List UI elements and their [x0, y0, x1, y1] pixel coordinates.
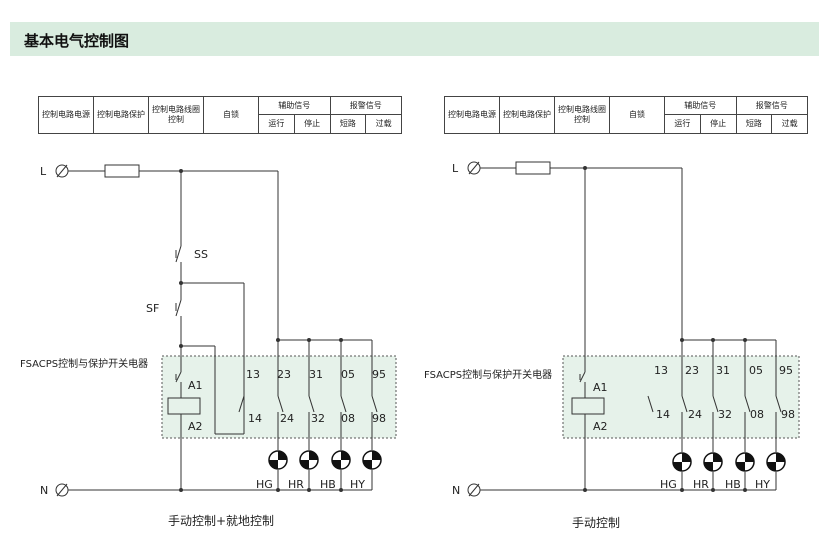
terminal-13: 13	[246, 368, 260, 381]
terminal-05: 05	[341, 368, 355, 381]
terminal-24: 24	[280, 412, 294, 425]
hdr-protect: 控制电路保护	[93, 96, 149, 134]
terminal-95: 95	[372, 368, 386, 381]
device-label-left: FSACPS控制与保护开关电器	[20, 357, 148, 370]
junction-dot	[179, 169, 183, 173]
junction-dot	[680, 488, 684, 492]
lamp-icon	[362, 450, 382, 470]
terminal-24: 24	[688, 408, 702, 421]
header-table-left: 控制电路电源 控制电路保护 控制电路线圈控制 自锁 辅助信号 报警信号 运行 停…	[38, 96, 402, 134]
lamp-label-HB: HB	[320, 478, 336, 491]
hdr-stop: 停止	[293, 114, 331, 134]
lamp-group	[268, 450, 786, 472]
junction-dot	[307, 338, 311, 342]
terminal-32: 32	[718, 408, 732, 421]
lamp-label-HY: HY	[350, 478, 365, 491]
lamp-icon	[268, 450, 288, 470]
device-box-left	[161, 355, 397, 439]
label-L: L	[452, 162, 459, 175]
lamp-icon	[735, 452, 755, 472]
device-box-right	[562, 355, 800, 439]
terminal-23: 23	[685, 364, 699, 377]
lamp-label-HR: HR	[288, 478, 304, 491]
device-label-right: FSACPS控制与保护开关电器	[424, 368, 552, 381]
lamp-label-HG: HG	[256, 478, 273, 491]
lamp-label-HY: HY	[755, 478, 770, 491]
junction-dot	[179, 281, 183, 285]
hdr-overload: 过载	[365, 114, 402, 134]
terminal-95: 95	[779, 364, 793, 377]
hdr-supply: 控制电路电源	[444, 96, 500, 134]
fuse-left	[104, 164, 140, 178]
hdr-overload: 过载	[771, 114, 808, 134]
label-A2: A2	[593, 420, 608, 433]
junction-dot	[583, 166, 587, 170]
label-L: L	[40, 165, 47, 178]
caption-left: 手动控制+就地控制	[168, 514, 275, 528]
terminal-14: 14	[248, 412, 262, 425]
header-table-right: 控制电路电源 控制电路保护 控制电路线圈控制 自锁 辅助信号 报警信号 运行 停…	[444, 96, 808, 134]
terminal-23: 23	[277, 368, 291, 381]
hdr-short: 短路	[735, 114, 773, 134]
lamp-icon	[703, 452, 723, 472]
terminal-08: 08	[341, 412, 355, 425]
lamp-label-HR: HR	[693, 478, 709, 491]
junction-dot	[307, 488, 311, 492]
junction-dot	[711, 338, 715, 342]
junction-dot	[276, 338, 280, 342]
hdr-selflock: 自锁	[609, 96, 665, 134]
hdr-coil: 控制电路线圈控制	[554, 96, 610, 134]
terminal-13: 13	[654, 364, 668, 377]
junction-dot	[276, 488, 280, 492]
hdr-protect: 控制电路保护	[499, 96, 555, 134]
terminal-98: 98	[781, 408, 795, 421]
junction-dot	[583, 488, 587, 492]
label-SF: SF	[146, 302, 159, 315]
caption-right: 手动控制	[572, 516, 621, 530]
terminal-31: 31	[716, 364, 730, 377]
terminal-05: 05	[749, 364, 763, 377]
hdr-coil: 控制电路线圈控制	[148, 96, 204, 134]
label-A1: A1	[188, 379, 203, 392]
fuse-right	[515, 161, 551, 175]
junction-dot	[711, 488, 715, 492]
junction-dot	[680, 338, 684, 342]
terminal-98: 98	[372, 412, 386, 425]
hdr-selflock: 自锁	[203, 96, 259, 134]
terminal-14: 14	[656, 408, 670, 421]
lamp-label-HB: HB	[725, 478, 741, 491]
lamp-icon	[766, 452, 786, 472]
lamp-label-HG: HG	[660, 478, 677, 491]
page-title: 基本电气控制图	[24, 32, 130, 50]
junction-dot	[179, 488, 183, 492]
junction-dot	[743, 338, 747, 342]
terminal-31: 31	[309, 368, 323, 381]
terminal-08: 08	[750, 408, 764, 421]
lamp-icon	[672, 452, 692, 472]
junction-dot	[339, 338, 343, 342]
lamp-icon	[299, 450, 319, 470]
label-N: N	[40, 484, 48, 497]
label-N: N	[452, 484, 460, 497]
label-A2: A2	[188, 420, 203, 433]
title-bar: 基本电气控制图	[10, 22, 819, 56]
lamp-icon	[331, 450, 351, 470]
junction-dot	[179, 344, 183, 348]
junction-dot	[743, 488, 747, 492]
label-SS: SS	[194, 248, 208, 261]
label-A1: A1	[593, 381, 608, 394]
junction-dot	[339, 488, 343, 492]
terminal-32: 32	[311, 412, 325, 425]
